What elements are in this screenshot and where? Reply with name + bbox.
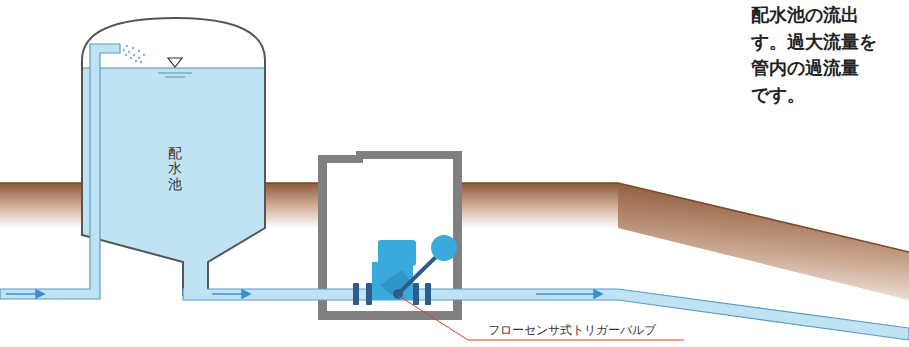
tank-outline bbox=[82, 18, 265, 296]
inlet-pipe bbox=[0, 44, 120, 299]
valve-callout: フローセンサ式トリガーバルブ bbox=[488, 323, 656, 337]
leader-line bbox=[399, 296, 684, 340]
outlet-pipe bbox=[183, 288, 909, 340]
tank-label: 配水池 bbox=[168, 146, 182, 192]
outlet-pipe-neck bbox=[184, 262, 207, 292]
water-surface-mark bbox=[158, 73, 192, 74]
flow-arrow bbox=[6, 290, 602, 298]
water-level-symbol bbox=[168, 58, 182, 67]
trigger-valve bbox=[353, 235, 457, 305]
reservoir-tank: 配水池 bbox=[82, 18, 265, 296]
description-note: 配水池の流出 す。過大流量を 管内の過流量 です。 bbox=[751, 2, 895, 108]
chamber-inside bbox=[363, 159, 453, 165]
water-spray bbox=[123, 45, 145, 63]
tank-water bbox=[70, 10, 280, 310]
water-surface bbox=[83, 67, 264, 68]
water-surface-mark bbox=[165, 77, 185, 78]
